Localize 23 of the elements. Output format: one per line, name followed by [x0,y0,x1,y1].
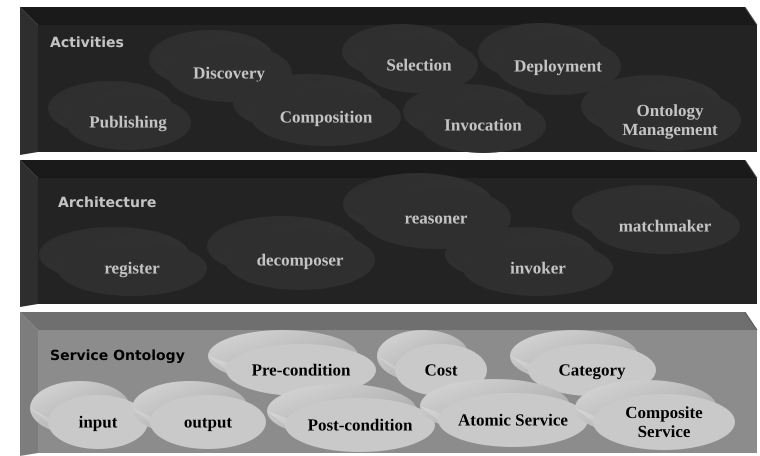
disk-label: reasoner [404,208,468,228]
disk-label: output [182,412,234,432]
layer-heading: Architecture [58,195,156,211]
disk-label: Post-condition [306,416,414,434]
layer-heading: Activities [50,35,124,51]
disk-label: Atomic Service [457,410,569,430]
disk-label: invoker [509,258,567,278]
disk-label: Category [557,360,627,380]
disk-label: decomposer [256,250,344,270]
disk-label: Composition [278,108,374,126]
disk-label: input [78,412,118,432]
disk-label: Cost [423,360,459,380]
disk-label: Composite Service [624,403,704,441]
disk-label: matchmaker [618,216,712,236]
disk-label: Invocation [443,116,523,134]
disk-label: Publishing [88,112,168,132]
disk-label: Deployment [513,56,603,76]
layer-heading: Service Ontology [50,348,185,364]
disk-label: register [103,258,161,278]
disk-label: Discovery [192,64,266,82]
disk-label: Selection [385,56,453,74]
disk-label: Ontology Management [621,101,719,139]
disk-label: Pre-condition [250,360,352,380]
